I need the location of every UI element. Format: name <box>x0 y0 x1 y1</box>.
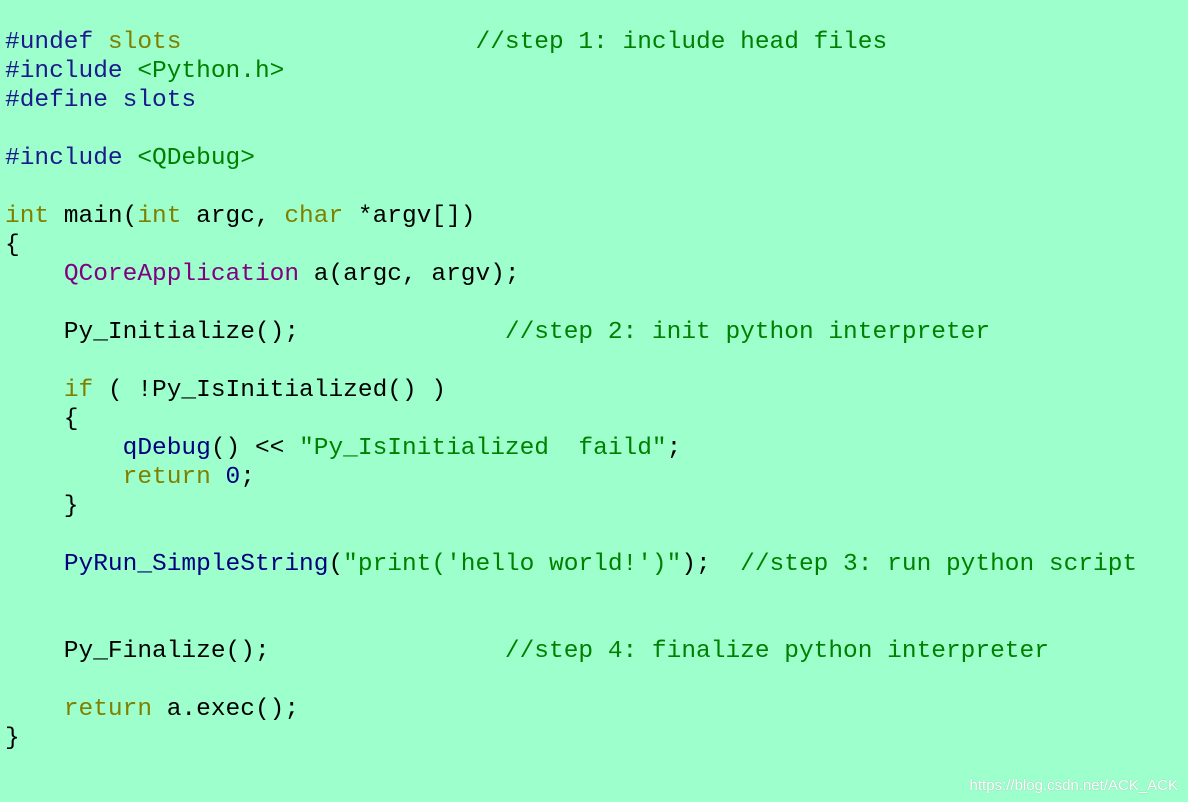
code-token: ; <box>666 435 682 462</box>
code-token: if <box>63 377 94 404</box>
code-token <box>5 261 64 288</box>
code-token: #undef <box>5 29 94 56</box>
code-line: qDebug() << "Py_IsInitialized faild"; <box>5 434 1183 463</box>
code-token <box>5 464 123 491</box>
code-token: "print('hello world!')" <box>343 551 682 578</box>
watermark: https://blog.csdn.net/ACK_ACK <box>969 777 1178 794</box>
code-line: return a.exec(); <box>5 695 1183 724</box>
code-line: } <box>5 724 1183 753</box>
code-token: #include <box>5 145 123 172</box>
code-line: } <box>5 492 1183 521</box>
code-token <box>93 29 108 56</box>
code-token: //step 1: include head files <box>475 29 888 56</box>
code-token: <Python.h> <box>137 58 285 85</box>
code-token: ( <box>328 551 344 578</box>
code-token <box>5 696 64 723</box>
code-token: main( <box>49 203 138 230</box>
code-token <box>123 145 138 172</box>
code-line: #include <Python.h> <box>5 57 1183 86</box>
code-token: #include <box>5 58 123 85</box>
code-token: qDebug <box>122 435 211 462</box>
code-token: QCoreApplication <box>63 261 300 288</box>
code-token: *argv[]) <box>343 203 476 230</box>
code-line: { <box>5 231 1183 260</box>
code-token: a.exec(); <box>152 696 300 723</box>
code-token <box>5 377 64 404</box>
code-token <box>181 29 475 56</box>
code-token: //step 4: finalize python interpreter <box>504 638 1049 665</box>
code-token <box>270 638 505 665</box>
code-line <box>5 173 1183 202</box>
code-line: #include <QDebug> <box>5 144 1183 173</box>
code-token: return <box>122 464 211 491</box>
code-token: ( !Py_IsInitialized() ) <box>93 377 447 404</box>
code-token: a(argc, argv); <box>299 261 520 288</box>
code-line: if ( !Py_IsInitialized() ) <box>5 376 1183 405</box>
code-line: QCoreApplication a(argc, argv); <box>5 260 1183 289</box>
code-token: #define <box>5 87 108 114</box>
code-token: { <box>5 406 79 433</box>
code-view: #undef slots //step 1: include head file… <box>5 28 1183 768</box>
code-line: return 0; <box>5 463 1183 492</box>
code-token: ; <box>240 464 255 491</box>
code-token: ); <box>681 551 741 578</box>
code-token: int <box>5 203 50 230</box>
code-token: return <box>63 696 153 723</box>
code-line <box>5 347 1183 376</box>
code-token: //step 3: run python script <box>740 551 1138 578</box>
code-token: PyRun_SimpleString <box>63 551 329 578</box>
code-token <box>211 464 226 491</box>
code-token: 0 <box>225 464 241 491</box>
code-token: char <box>284 203 344 230</box>
code-token <box>299 319 505 346</box>
code-token: Py_Initialize(); <box>5 319 300 346</box>
code-line <box>5 115 1183 144</box>
code-line: int main(int argc, char *argv[]) <box>5 202 1183 231</box>
code-line: PyRun_SimpleString("print('hello world!'… <box>5 550 1183 579</box>
code-token <box>123 58 138 85</box>
code-token <box>5 551 64 578</box>
code-line <box>5 289 1183 318</box>
code-line <box>5 579 1183 608</box>
code-token: argc, <box>181 203 285 230</box>
code-line <box>5 521 1183 550</box>
code-token: } <box>5 725 20 752</box>
code-token: slots <box>122 87 197 114</box>
code-line <box>5 666 1183 695</box>
code-line: #define slots <box>5 86 1183 115</box>
code-line: #undef slots //step 1: include head file… <box>5 28 1183 57</box>
code-line <box>5 608 1183 637</box>
code-token: //step 2: init python interpreter <box>504 319 991 346</box>
code-line: Py_Initialize(); //step 2: init python i… <box>5 318 1183 347</box>
code-token: () << <box>210 435 300 462</box>
code-token: int <box>137 203 182 230</box>
code-token: "Py_IsInitialized faild" <box>299 435 667 462</box>
code-token: { <box>5 232 20 259</box>
code-token: Py_Finalize(); <box>5 638 270 665</box>
code-token: } <box>5 493 79 520</box>
code-token <box>108 87 123 114</box>
code-line: { <box>5 405 1183 434</box>
code-line: Py_Finalize(); //step 4: finalize python… <box>5 637 1183 666</box>
code-token: <QDebug> <box>137 145 255 172</box>
code-token: slots <box>107 29 182 56</box>
code-token <box>5 435 123 462</box>
